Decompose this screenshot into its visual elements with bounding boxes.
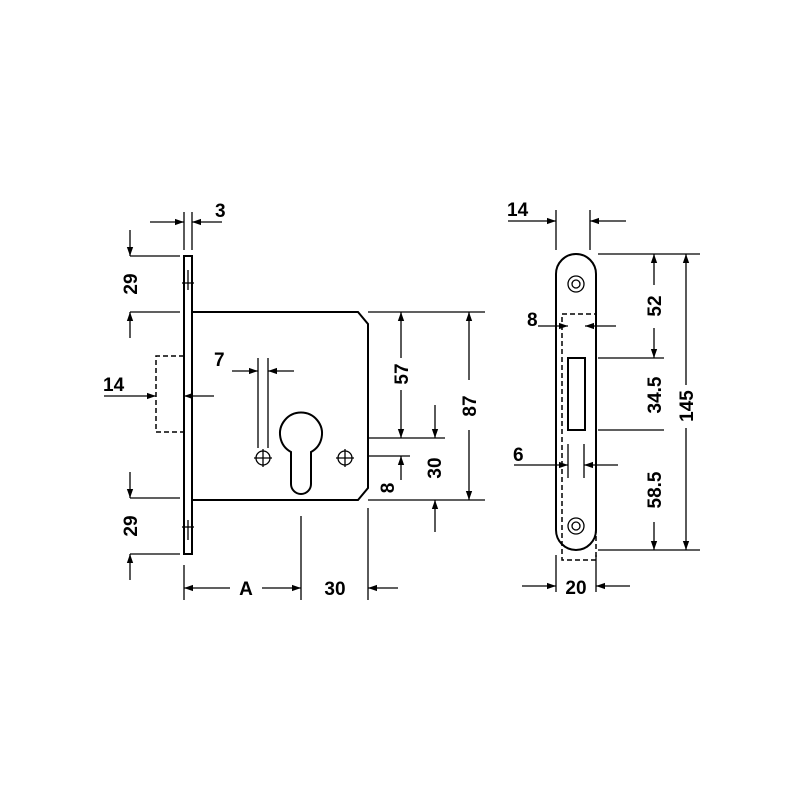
dim-bottom-offset: 29 (121, 515, 142, 536)
dim-top-offset: 29 (121, 273, 142, 294)
dim-backset: A (239, 579, 253, 600)
dim-front-latch-height: 34.5 (645, 376, 666, 413)
lock-case (192, 311, 369, 501)
dim-bolt-width: 14 (103, 375, 125, 396)
dim-case-height: 87 (460, 395, 481, 416)
dim-front-latch-to-bottom: 58.5 (645, 471, 666, 508)
cylinder-keyhole (279, 411, 323, 495)
dim-cylinder-to-top: 57 (392, 363, 413, 384)
latch-opening (567, 357, 586, 431)
faceplate (183, 255, 193, 555)
mechanism-outline (561, 313, 597, 561)
dim-front-latch-width: 8 (527, 310, 538, 331)
dim-pin-width: 7 (214, 350, 225, 371)
dim-faceplate-thickness: 3 (215, 201, 226, 222)
dim-case-depth: 30 (324, 579, 345, 600)
dim-front-total-height: 145 (677, 390, 698, 422)
side-view: 3 29 29 14 7 A 30 57 30 8 87 (103, 201, 485, 600)
screw-hole-bottom (567, 517, 585, 535)
dim-front-bottom-width: 6 (513, 445, 524, 466)
screw-hole-right (336, 449, 354, 467)
screw-hole-left (254, 449, 272, 467)
front-view: 14 8 6 20 52 34.5 58.5 145 (507, 200, 700, 599)
dim-front-bolt-width: 14 (507, 200, 529, 221)
dim-front-top-to-latch: 52 (645, 295, 666, 316)
dim-cylinder-small: 8 (378, 483, 399, 494)
bolt-outline (155, 355, 184, 433)
dim-front-faceplate-width: 20 (565, 578, 586, 599)
screw-hole-top (567, 275, 585, 293)
dim-cylinder-height: 30 (425, 457, 446, 478)
